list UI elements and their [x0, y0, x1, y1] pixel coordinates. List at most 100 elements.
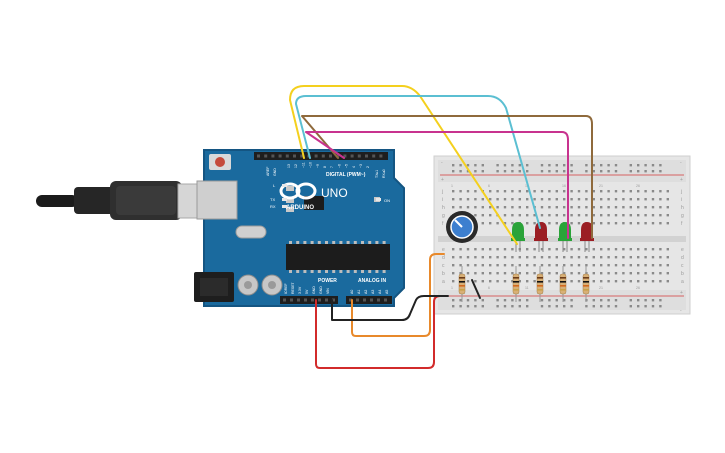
breadboard-hole[interactable] [563, 248, 566, 251]
breadboard-hole[interactable] [600, 206, 603, 209]
breadboard-hole[interactable] [540, 305, 544, 308]
breadboard-hole[interactable] [629, 256, 632, 259]
header-pin[interactable] [357, 154, 361, 158]
breadboard-hole[interactable] [459, 305, 462, 308]
breadboard-hole[interactable] [600, 164, 603, 167]
breadboard-hole[interactable] [481, 272, 484, 275]
resistor[interactable] [559, 266, 567, 302]
breadboard-hole[interactable] [459, 206, 462, 209]
breadboard-hole[interactable] [644, 272, 647, 275]
breadboard-hole[interactable] [511, 305, 514, 308]
breadboard-hole[interactable] [600, 272, 603, 275]
breadboard-hole[interactable] [466, 264, 470, 267]
wire-orange[interactable] [351, 253, 445, 337]
breadboard-hole[interactable] [474, 206, 477, 209]
led-2[interactable] [534, 222, 548, 252]
breadboard-hole[interactable] [563, 256, 566, 259]
breadboard-hole[interactable] [585, 305, 588, 308]
breadboard-hole[interactable] [466, 198, 470, 201]
breadboard-hole[interactable] [452, 198, 455, 201]
breadboard-hole[interactable] [637, 280, 640, 283]
breadboard-hole[interactable] [570, 280, 573, 283]
breadboard-hole[interactable] [600, 214, 603, 217]
header-pin[interactable] [329, 154, 332, 158]
breadboard-hole[interactable] [496, 222, 499, 225]
breadboard-hole[interactable] [555, 299, 558, 302]
breadboard-hole[interactable] [622, 248, 625, 251]
breadboard-hole[interactable] [629, 305, 632, 308]
breadboard-hole[interactable] [518, 190, 521, 193]
breadboard-hole[interactable] [489, 280, 492, 283]
breadboard-hole[interactable] [644, 206, 647, 209]
breadboard-hole[interactable] [659, 264, 662, 267]
wire-magenta[interactable] [305, 131, 569, 239]
breadboard-hole[interactable] [666, 256, 669, 259]
header-pin[interactable] [257, 154, 260, 158]
breadboard-hole[interactable] [533, 280, 536, 283]
breadboard-hole[interactable] [503, 256, 507, 259]
breadboard-hole[interactable] [474, 272, 477, 275]
breadboard-hole[interactable] [600, 248, 603, 251]
breadboard-hole[interactable] [548, 264, 551, 267]
breadboard-hole[interactable] [651, 272, 655, 275]
breadboard-hole[interactable] [570, 305, 573, 308]
breadboard-hole[interactable] [607, 222, 610, 225]
breadboard-hole[interactable] [452, 264, 455, 267]
breadboard-hole[interactable] [600, 256, 603, 259]
breadboard-hole[interactable] [585, 206, 588, 209]
breadboard-hole[interactable] [600, 280, 603, 283]
header-pin[interactable] [363, 298, 366, 302]
breadboard-hole[interactable] [644, 305, 647, 308]
breadboard-hole[interactable] [555, 198, 558, 201]
breadboard-hole[interactable] [511, 214, 514, 217]
breadboard-hole[interactable] [511, 280, 514, 283]
breadboard-hole[interactable] [496, 248, 499, 251]
breadboard-hole[interactable] [474, 305, 477, 308]
breadboard-hole[interactable] [644, 190, 647, 193]
breadboard-hole[interactable] [503, 190, 507, 193]
breadboard-hole[interactable] [503, 214, 507, 217]
header-pin[interactable] [278, 154, 282, 158]
breadboard-hole[interactable] [614, 256, 618, 259]
breadboard-hole[interactable] [622, 272, 625, 275]
header-pin[interactable] [365, 154, 368, 158]
breadboard-hole[interactable] [659, 198, 662, 201]
header-pin[interactable] [370, 298, 373, 302]
breadboard-hole[interactable] [466, 164, 470, 167]
breadboard-hole[interactable] [548, 272, 551, 275]
breadboard-hole[interactable] [570, 206, 573, 209]
breadboard-hole[interactable] [555, 214, 558, 217]
wire-brown[interactable] [301, 115, 593, 239]
breadboard-hole[interactable] [644, 164, 647, 167]
breadboard-hole[interactable] [474, 190, 477, 193]
breadboard-hole[interactable] [540, 264, 544, 267]
breadboard-hole[interactable] [592, 190, 595, 193]
breadboard-hole[interactable] [637, 305, 640, 308]
breadboard-hole[interactable] [459, 248, 462, 251]
breadboard-hole[interactable] [622, 206, 625, 209]
breadboard-hole[interactable] [570, 299, 573, 302]
breadboard-hole[interactable] [496, 305, 499, 308]
breadboard-hole[interactable] [629, 206, 632, 209]
breadboard-hole[interactable] [577, 198, 581, 201]
breadboard-hole[interactable] [555, 206, 558, 209]
breadboard-hole[interactable] [452, 280, 455, 283]
breadboard-hole[interactable] [548, 164, 551, 167]
header-pin[interactable] [311, 298, 314, 302]
breadboard-hole[interactable] [644, 248, 647, 251]
breadboard-hole[interactable] [555, 222, 558, 225]
breadboard-hole[interactable] [540, 164, 544, 167]
led-4[interactable] [580, 222, 594, 252]
breadboard-hole[interactable] [666, 280, 669, 283]
breadboard-hole[interactable] [489, 264, 492, 267]
breadboard-hole[interactable] [518, 164, 521, 167]
breadboard-hole[interactable] [466, 206, 470, 209]
breadboard-hole[interactable] [614, 164, 618, 167]
breadboard-hole[interactable] [555, 248, 558, 251]
breadboard-hole[interactable] [614, 272, 618, 275]
header-pin[interactable] [379, 154, 383, 158]
breadboard-hole[interactable] [518, 214, 521, 217]
breadboard-hole[interactable] [651, 222, 655, 225]
breadboard-hole[interactable] [651, 264, 655, 267]
breadboard-hole[interactable] [496, 170, 499, 173]
